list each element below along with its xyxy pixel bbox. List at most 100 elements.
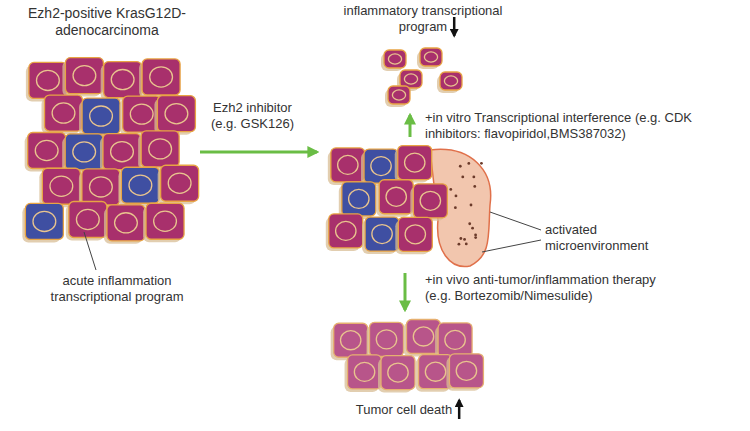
increase-arrow bbox=[458, 400, 461, 419]
cell-nucleus bbox=[338, 155, 358, 174]
tumor-cell bbox=[28, 133, 66, 169]
tumor-cell bbox=[398, 217, 432, 251]
tumor-cell bbox=[329, 214, 363, 248]
tumor-cell bbox=[65, 58, 103, 94]
cell-nucleus bbox=[424, 52, 437, 62]
tumor-cell bbox=[161, 165, 199, 201]
tumor-cell bbox=[82, 98, 120, 134]
cluster-label: Tumor cell death bbox=[330, 402, 478, 418]
cell-nucleus bbox=[371, 157, 391, 176]
cluster-label: acute inflammation transcriptional progr… bbox=[42, 273, 192, 305]
cell-nucleus bbox=[405, 153, 425, 172]
cluster-heading: Ezh2-positive KrasG12D-adenocarcinoma bbox=[17, 5, 197, 39]
microenvironment-dot bbox=[459, 237, 462, 240]
cluster-label: inflammatory transcriptional program bbox=[338, 3, 508, 35]
cell-nucleus bbox=[73, 66, 96, 86]
microenvironment-dot bbox=[473, 185, 476, 188]
cell-nucleus bbox=[405, 225, 425, 244]
cell-nucleus bbox=[372, 225, 392, 244]
microenvironment-dot bbox=[455, 195, 458, 198]
cell-nucleus bbox=[90, 106, 113, 126]
cell-nucleus bbox=[388, 363, 408, 382]
cell-cluster-art bbox=[22, 58, 198, 244]
cell-nucleus bbox=[388, 54, 401, 64]
tumor-cell bbox=[365, 217, 399, 251]
tumor-cell bbox=[142, 59, 180, 95]
tumor-cell bbox=[420, 48, 442, 66]
cell-nucleus bbox=[149, 139, 172, 159]
cell-nucleus bbox=[76, 209, 99, 229]
cell-nucleus bbox=[376, 330, 396, 349]
tumor-cell bbox=[348, 355, 382, 389]
tumor-cell bbox=[121, 167, 159, 203]
cell-nucleus bbox=[115, 213, 138, 233]
cell-cluster-art bbox=[331, 319, 484, 392]
process-arrow bbox=[200, 151, 317, 154]
cell-cluster: activated microenvironment bbox=[325, 145, 490, 265]
microenvironment-dot bbox=[449, 188, 452, 191]
cell-nucleus bbox=[425, 362, 445, 381]
cell-nucleus bbox=[165, 104, 188, 124]
decrease-arrow bbox=[453, 17, 456, 36]
cell-nucleus bbox=[111, 69, 134, 89]
cell-nucleus bbox=[413, 327, 433, 346]
leader-line bbox=[490, 212, 541, 230]
tumor-cell bbox=[449, 354, 483, 388]
microenvironment-dot bbox=[472, 176, 475, 179]
cell-nucleus bbox=[354, 362, 374, 381]
tumor-cell bbox=[438, 323, 472, 357]
microenvironment-dot bbox=[461, 175, 464, 178]
tumor-cell bbox=[107, 205, 145, 241]
microenvironment-dot bbox=[480, 162, 483, 165]
cell-cluster: inflammatory transcriptional program bbox=[378, 45, 468, 107]
cluster-label: activated microenvironment bbox=[545, 222, 665, 254]
cell-nucleus bbox=[35, 140, 58, 160]
cell-nucleus bbox=[445, 330, 465, 349]
cell-nucleus bbox=[404, 74, 417, 84]
microenvironment-dot bbox=[458, 243, 461, 246]
cell-cluster: Ezh2-positive KrasG12D-adenocarcinomaacu… bbox=[22, 55, 192, 255]
cell-cluster-art bbox=[326, 146, 448, 255]
tumor-cell bbox=[400, 70, 422, 88]
microenvironment-dot bbox=[474, 233, 477, 236]
tumor-cell bbox=[82, 169, 120, 205]
tumor-cell bbox=[146, 203, 184, 239]
edge-label: +in vivo anti-tumor/inflammation therapy… bbox=[425, 272, 665, 304]
tumor-cell bbox=[413, 184, 447, 218]
tumor-cell bbox=[370, 322, 404, 356]
microenvironment-dot bbox=[465, 243, 468, 246]
cell-nucleus bbox=[392, 90, 405, 100]
leader-line bbox=[84, 232, 96, 270]
microenvironment-dot bbox=[471, 227, 474, 230]
microenvironment-dot bbox=[459, 165, 462, 168]
cell-nucleus bbox=[130, 104, 153, 124]
cell-nucleus bbox=[336, 221, 356, 240]
tumor-cell bbox=[379, 180, 413, 214]
tumor-cell bbox=[381, 356, 415, 390]
cell-nucleus bbox=[150, 67, 173, 87]
tumor-cell bbox=[364, 149, 398, 183]
microenvironment-dot bbox=[470, 204, 473, 207]
tumor-cell bbox=[141, 131, 179, 167]
cell-nucleus bbox=[349, 189, 369, 208]
cell-cluster-art bbox=[381, 48, 462, 107]
microenvironment-dot bbox=[454, 206, 457, 209]
cell-nucleus bbox=[129, 175, 152, 195]
cell-nucleus bbox=[456, 361, 476, 380]
edge-label: +in vitro Transcriptional interference (… bbox=[425, 110, 740, 142]
tumor-cell bbox=[388, 86, 410, 104]
microenvironment-dot bbox=[468, 222, 471, 225]
tumor-cell bbox=[104, 62, 142, 98]
cell-nucleus bbox=[90, 177, 113, 197]
microenvironment-dot bbox=[474, 236, 477, 239]
tumor-cell bbox=[331, 148, 365, 182]
tumor-cell bbox=[69, 202, 107, 238]
leader-line bbox=[482, 240, 541, 252]
process-arrow bbox=[409, 115, 412, 137]
cell-nucleus bbox=[50, 176, 73, 196]
cell-cluster: Tumor cell death bbox=[330, 318, 478, 396]
tumor-cell bbox=[342, 182, 376, 216]
tumor-cell bbox=[45, 95, 83, 131]
